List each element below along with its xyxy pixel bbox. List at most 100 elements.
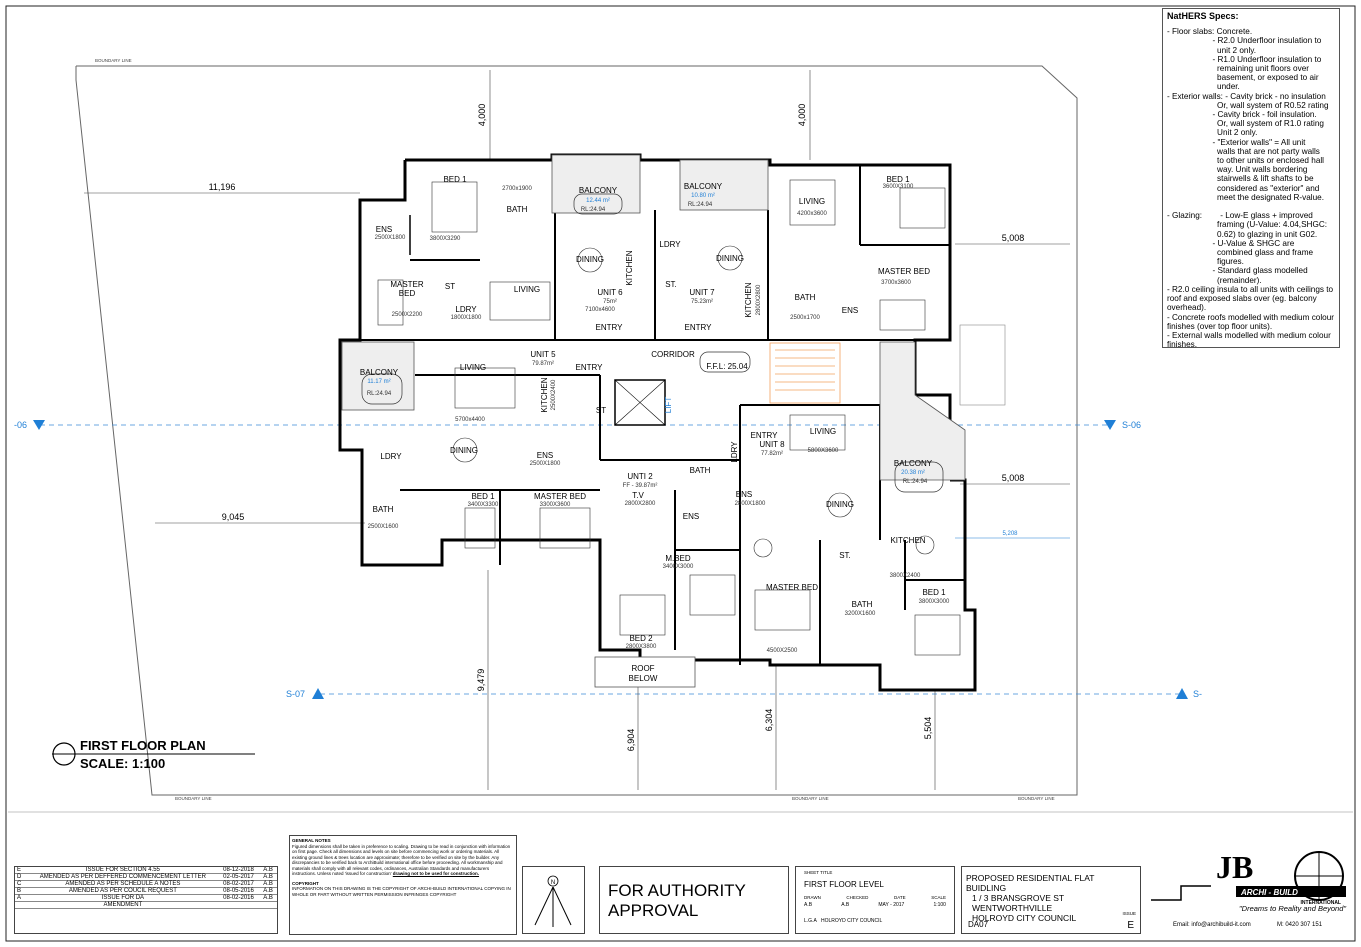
boundary-label-top: BOUNDARY LINE: [95, 58, 132, 63]
area-balcony-unit7: 10.80 m²: [691, 193, 715, 199]
dim-bed1-unit7: 3600X3100: [883, 184, 914, 190]
spec-line: figures.: [1167, 257, 1244, 267]
label-unit5: UNIT 5: [530, 350, 556, 359]
section-label-s07-left: S-07: [286, 689, 305, 699]
spec-line: framing (U-Value: 4.04,SHGC:: [1167, 220, 1328, 230]
revision-by: A.B: [261, 873, 277, 881]
dim-living-unit5: 5700x4400: [455, 417, 485, 423]
north-label: N: [551, 880, 555, 886]
label-master-unit6-bed: BED: [399, 289, 416, 298]
spec-line: way. Unit walls bordering: [1167, 165, 1308, 175]
label-st-unit8: ST.: [839, 551, 851, 560]
revision-code: E: [15, 867, 25, 874]
label-bath-unit6: BATH: [507, 205, 528, 214]
revision-desc: AMENDED AS PER SCHEDULE A NOTES: [24, 880, 222, 888]
spec-line: - Cavity brick - foil insulation.: [1167, 110, 1317, 120]
section-marker-s06-right: [1104, 420, 1116, 430]
sheet-meta-headers: DRAWN CHECKED DATE SCALE: [804, 895, 946, 900]
external-stair: [959, 324, 1006, 406]
dim-bath-unit5: 2500X1600: [368, 524, 399, 530]
revision-by: [261, 901, 277, 909]
approval-panel: FOR AUTHORITY APPROVAL: [599, 866, 789, 934]
dim-6904: 6,904: [626, 729, 636, 752]
revision-date: 08-02-2016: [221, 894, 262, 902]
revision-date: 08-12-2018: [221, 867, 262, 874]
revision-row: AMENDMENT: [15, 901, 277, 909]
label-dining-unit6: DINING: [576, 255, 604, 264]
label-master-unit5: MASTER BED: [534, 492, 586, 501]
revision-code: D: [15, 873, 25, 881]
revision-code: [15, 901, 25, 909]
building-walls: [338, 153, 977, 692]
balconies: [341, 154, 966, 688]
revision-desc: ISSUE FOR DA: [24, 894, 222, 902]
approval-line1: FOR AUTHORITY: [608, 881, 746, 900]
label-living-unit6: LIVING: [514, 285, 540, 294]
spec-line: walls that are not party walls: [1167, 146, 1320, 156]
label-ffl: F.F.L: 25.04: [706, 362, 748, 371]
spec-line: overhead).: [1167, 303, 1207, 313]
spec-line: Or, wall system of R1.0 rating: [1167, 119, 1324, 129]
label-bed1-unit8: BED 1: [922, 588, 946, 597]
spec-line: - R2.0 ceiling insula to all units with …: [1167, 284, 1334, 294]
label-entry-unit6: ENTRY: [596, 323, 624, 332]
spec-line: - Exterior walls: - Cavity brick - no in…: [1167, 91, 1326, 101]
label-dining-unit5: DINING: [450, 446, 478, 455]
spec-line: roof and exposed slabs over (eg. balcony: [1167, 294, 1317, 304]
logo-monogram-letters: JB: [1216, 849, 1253, 885]
site-boundary: [75, 65, 1078, 796]
dim-ens-unit6: 2500X1800: [375, 235, 406, 241]
spec-line: considered as "exterior" and: [1167, 183, 1320, 193]
label-kitchen-unit7: KITCHEN: [744, 282, 753, 317]
north-arrow-icon: N: [534, 875, 572, 927]
brand-tagline: "Dreams to Reality and Beyond": [1239, 904, 1347, 913]
spec-line: 0.62) to glazing in unit G02.: [1167, 229, 1318, 239]
dim-unit6: 7100x4600: [585, 307, 615, 313]
lga-row: L.G.A HOLROYD CITY COUNCIL: [804, 918, 946, 924]
scale-header: SCALE: [931, 895, 946, 900]
revision-date: 02-05-2017: [221, 873, 262, 881]
spec-line: - "Exterior walls" = All unit: [1167, 137, 1306, 147]
lga-label: L.G.A: [804, 918, 817, 924]
scale-value: 1:100: [933, 902, 946, 908]
area-balcony-unit8: 20.38 m²: [901, 470, 925, 476]
dim-bed1-unit5: 3400X3300: [468, 502, 499, 508]
brand-sub: INTERNATIONAL: [1301, 900, 1341, 906]
label-unit2: UNTI 2: [627, 472, 653, 481]
spec-line: - Concrete roofs modelled with medium co…: [1167, 312, 1335, 322]
section-marker-s07-left: [312, 688, 324, 699]
spec-line: - Glazing: - Low-E glass + improved: [1167, 211, 1313, 221]
label-bath-unit5: BATH: [373, 505, 394, 514]
label-bath-unit2: BATH: [690, 466, 711, 475]
stair: [769, 342, 841, 404]
spec-line: - External walls modelled with medium co…: [1167, 330, 1331, 340]
area-balcony-unit6: 12.44 m²: [586, 198, 610, 204]
dim-kitchen-unit7: 2800X2800: [756, 284, 762, 315]
area-unit6: 75m²: [603, 299, 617, 305]
label-ens-unit7: ENS: [842, 306, 858, 315]
area-unit8: 77.82m²: [761, 451, 783, 457]
revision-date: 08-02-2017: [221, 880, 262, 888]
label-balcony-unit5: BALCONY: [360, 368, 399, 377]
issue-label: ISSUE: [1122, 911, 1136, 916]
revision-by: A.B: [261, 880, 277, 888]
revision-by: A.B: [261, 894, 277, 902]
label-dining-unit7: DINING: [716, 254, 744, 263]
label-bed1-unit7: BED 1: [886, 175, 910, 184]
label-balcony-unit6: BALCONY: [579, 186, 618, 195]
spec-line: under.: [1167, 82, 1240, 92]
label-entry-unit8: ENTRY: [751, 431, 779, 440]
label-st-unit7: ST.: [665, 280, 677, 289]
dim-6304: 6,304: [764, 709, 774, 732]
section-label-s06-right: S-06: [1122, 420, 1141, 430]
revision-by: A.B: [261, 887, 277, 895]
rl-balcony-unit6: RL:24.94: [581, 207, 606, 213]
label-roof-below: BELOW: [629, 674, 658, 683]
label-master-unit6: MASTER: [390, 280, 424, 289]
date-value: MAY - 2017: [878, 902, 905, 908]
label-ldry-unit5: LDRY: [380, 452, 402, 461]
label-entry-unit5: ENTRY: [576, 363, 604, 372]
label-ens-unit2: ENS: [683, 512, 699, 521]
revision-clouds: [361, 193, 944, 493]
